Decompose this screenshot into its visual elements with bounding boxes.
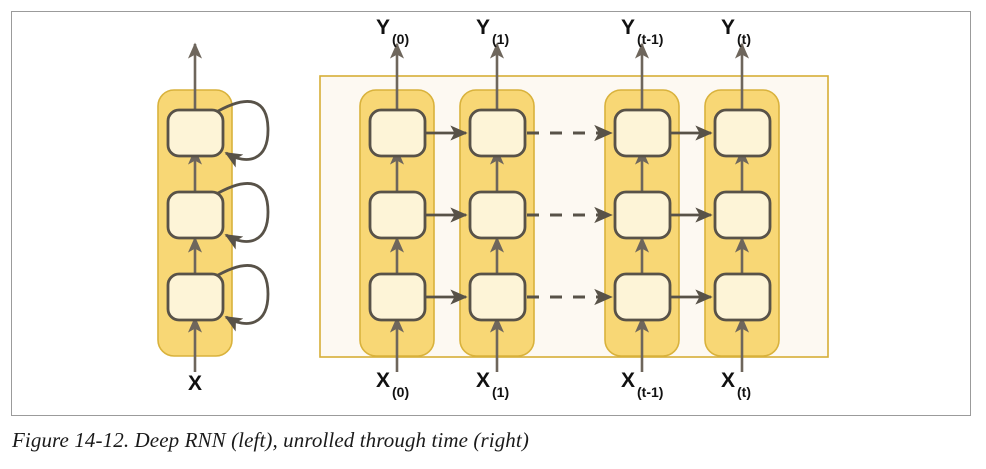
output-sublabel-t1: (1)	[492, 31, 509, 47]
left-self-loop-middle	[212, 182, 270, 250]
left-self-loop-bottom	[212, 264, 270, 332]
input-sublabel-t1: (1)	[492, 384, 509, 400]
timestep-column-t0: Y (0) X (0)	[359, 16, 435, 400]
timestep-column-tm1: Y (t-1) X (t-1)	[604, 16, 680, 400]
output-sublabel-tm1: (t-1)	[637, 31, 663, 47]
right-unrolled-rnn: Y (0) X (0) Y (1) X (1)	[319, 16, 829, 400]
rnn-cell-tt-bottom	[713, 272, 772, 322]
output-label-tm1: Y	[621, 16, 635, 39]
left-input-label: X	[188, 372, 202, 395]
rnn-cell-t1-bottom	[468, 272, 527, 322]
ellipsis-arrows	[527, 124, 613, 306]
rnn-cell-t0-bottom	[368, 272, 427, 322]
output-label-t0: Y	[376, 16, 390, 39]
left-rolled-rnn: X	[157, 42, 270, 395]
input-label-tt: X	[721, 369, 735, 392]
rnn-cell-tt-top	[713, 108, 772, 158]
output-label-tt: Y	[721, 16, 735, 39]
input-sublabel-tt: (t)	[737, 384, 751, 400]
input-label-t1: X	[476, 369, 490, 392]
rnn-cell-tm1-bottom	[613, 272, 672, 322]
input-label-tm1: X	[621, 369, 635, 392]
timestep-column-tt: Y (t) X (t)	[704, 16, 780, 400]
left-self-loop-top	[212, 100, 270, 168]
left-rnn-cell-bottom	[166, 272, 225, 322]
rnn-cell-tm1-middle	[613, 190, 672, 240]
output-sublabel-t0: (0)	[392, 31, 409, 47]
recurrent-arrows-t0-t1	[425, 125, 468, 305]
rnn-cell-tt-middle	[713, 190, 772, 240]
figure-caption: Figure 14-12. Deep RNN (left), unrolled …	[12, 428, 529, 452]
rnn-cell-tm1-top	[613, 108, 672, 158]
rnn-cell-t1-middle	[468, 190, 527, 240]
input-sublabel-t0: (0)	[392, 384, 409, 400]
rnn-cell-t0-middle	[368, 190, 427, 240]
input-label-t0: X	[376, 369, 390, 392]
output-sublabel-tt: (t)	[737, 31, 751, 47]
left-rnn-cell-middle	[166, 190, 225, 240]
rnn-diagram: X Y (0) X (0)	[157, 16, 829, 400]
output-label-t1: Y	[476, 16, 490, 39]
timestep-column-t1: Y (1) X (1)	[459, 16, 535, 400]
left-rnn-cell-top	[166, 108, 225, 158]
input-sublabel-tm1: (t-1)	[637, 384, 663, 400]
recurrent-arrows-tm1-tt	[670, 125, 713, 305]
rnn-cell-t1-top	[468, 108, 527, 158]
rnn-cell-t0-top	[368, 108, 427, 158]
